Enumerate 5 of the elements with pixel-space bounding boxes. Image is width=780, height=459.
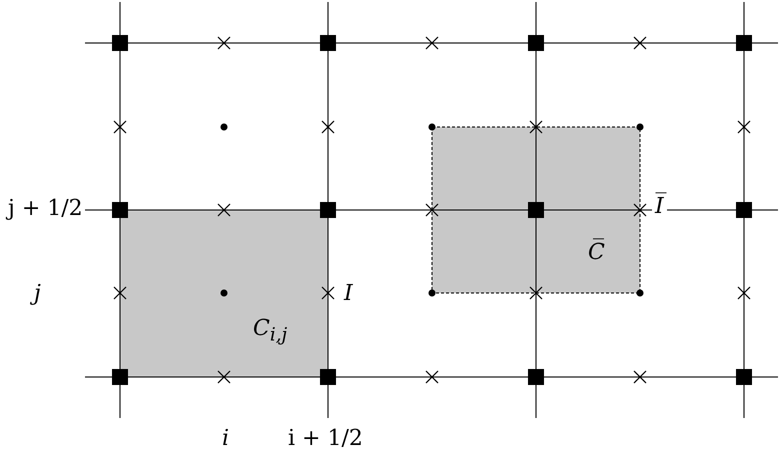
interface-label: I [344, 283, 353, 305]
axis-label: j + 1/2 [8, 198, 83, 220]
cell-label: C$_{i,j}$ [253, 318, 288, 345]
axis-label: i [222, 428, 230, 450]
axis-label: i + 1/2 [288, 428, 363, 450]
